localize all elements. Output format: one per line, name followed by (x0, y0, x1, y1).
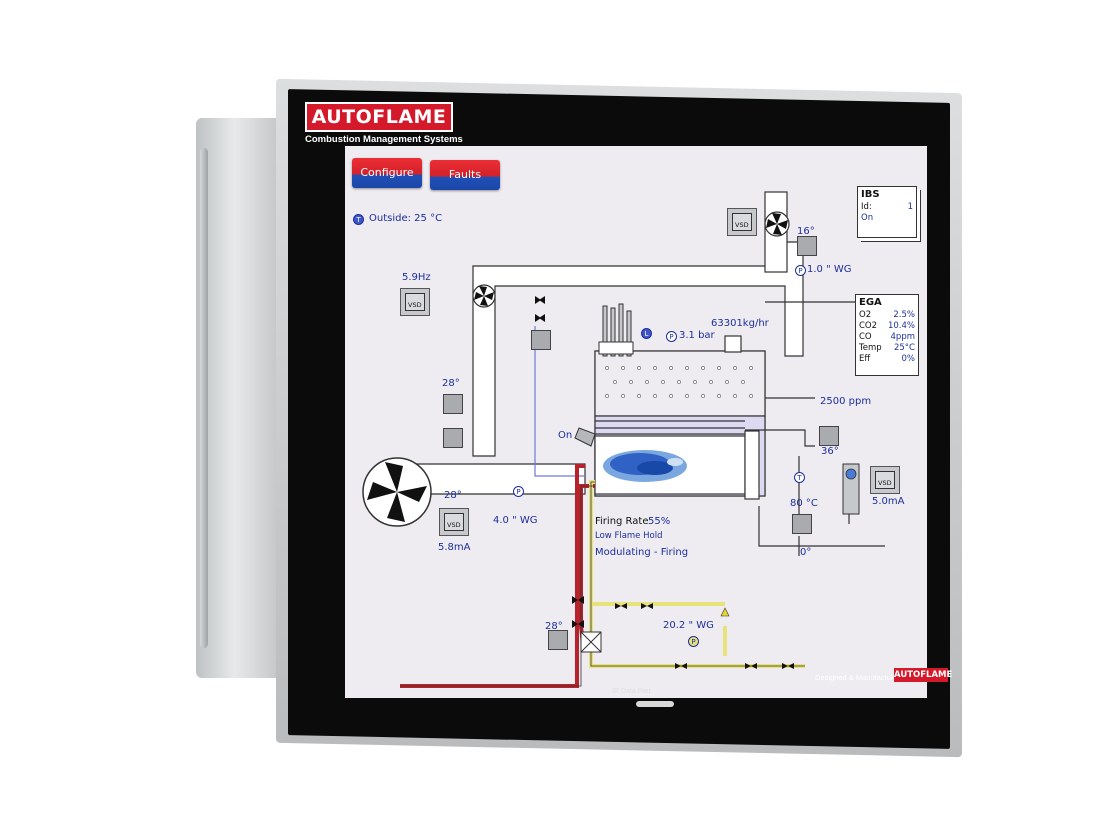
autoflame-mini-logo: AUTOFLAME (894, 668, 953, 682)
vsd-top-frequency: 5.9Hz (402, 272, 431, 283)
firing-hold: Low Flame Hold (595, 531, 663, 541)
vsd-stack-icon[interactable]: VSD (727, 208, 757, 236)
ir-data-port (636, 701, 674, 707)
ibs-panel[interactable]: IBS Id: 1 On (857, 186, 917, 238)
feed-temperature: 80 °C (790, 498, 818, 509)
pressure-icon: P (795, 265, 806, 276)
gas-valve-actuator[interactable] (548, 630, 568, 650)
autoflame-logo: AUTOFLAME (305, 102, 453, 132)
pilot-actuator[interactable] (531, 330, 551, 350)
ibs-state: On (861, 213, 874, 223)
ibs-title: IBS (861, 189, 880, 200)
ibs-id-label: Id: (861, 202, 872, 212)
fan-current: 5.8mA (438, 542, 471, 553)
fan-actuator[interactable] (443, 428, 463, 448)
tds-actuator[interactable] (819, 426, 839, 446)
stack-damper-actuator[interactable] (797, 236, 817, 256)
burner-state: On (558, 430, 573, 441)
faults-button[interactable]: Faults (430, 160, 500, 190)
hmi-screen: Configure Faults T Outside: 25 °C IBS Id… (345, 146, 927, 698)
vsd-feed-icon[interactable]: VSD (870, 466, 900, 494)
gas-valve-temperature: 28° (545, 621, 563, 632)
feed-valve-actuator[interactable] (792, 514, 812, 534)
pressure-icon: P (688, 636, 699, 647)
ibs-id-value: 1 (907, 202, 913, 212)
vsd-fan-icon[interactable]: VSD (439, 508, 469, 536)
fan-icon (362, 457, 432, 527)
configure-button[interactable]: Configure (352, 158, 422, 188)
process-diagram (362, 191, 885, 688)
air-damper-actuator[interactable] (443, 394, 463, 414)
tds-value: 2500 ppm (820, 396, 872, 407)
temperature-icon: T (353, 214, 364, 225)
firing-rate-value: 55% (648, 516, 671, 527)
pressure-icon: P (666, 331, 677, 342)
air-pressure: 4.0 " WG (493, 515, 538, 526)
feed-vsd-current: 5.0mA (872, 496, 905, 507)
temperature-icon: T (794, 472, 805, 483)
firing-rate-label: Firing Rate (595, 516, 649, 527)
flame-icon (603, 450, 687, 482)
ega-title: EGA (859, 297, 882, 308)
steam-flow: 63301kg/hr (711, 318, 769, 329)
pressure-icon: P (513, 486, 524, 497)
firing-mode: Modulating - Firing (595, 547, 689, 558)
level-icon: L (641, 328, 652, 339)
stack-pressure: 1.0 " WG (807, 264, 852, 275)
blowdown-angle: 0° (800, 547, 812, 558)
designed-by-label: Designed & Manufactured By (815, 673, 913, 682)
steam-pressure: 3.1 bar (679, 330, 715, 341)
gas-pressure: 20.2 " WG (663, 620, 714, 631)
ir-port-label: IR Data Port (612, 688, 651, 695)
vsd-top-icon[interactable]: VSD (400, 288, 430, 316)
tds-temperature: 36° (821, 446, 839, 457)
brand-tagline: Combustion Management Systems (305, 134, 463, 145)
fan-icon (472, 284, 496, 308)
fan-icon (764, 211, 790, 237)
outside-temperature: Outside: 25 °C (369, 213, 443, 224)
stack-temperature: 16° (797, 226, 815, 237)
air-damper-temperature: 28° (442, 378, 460, 389)
fan-temperature: 28° (444, 490, 462, 501)
